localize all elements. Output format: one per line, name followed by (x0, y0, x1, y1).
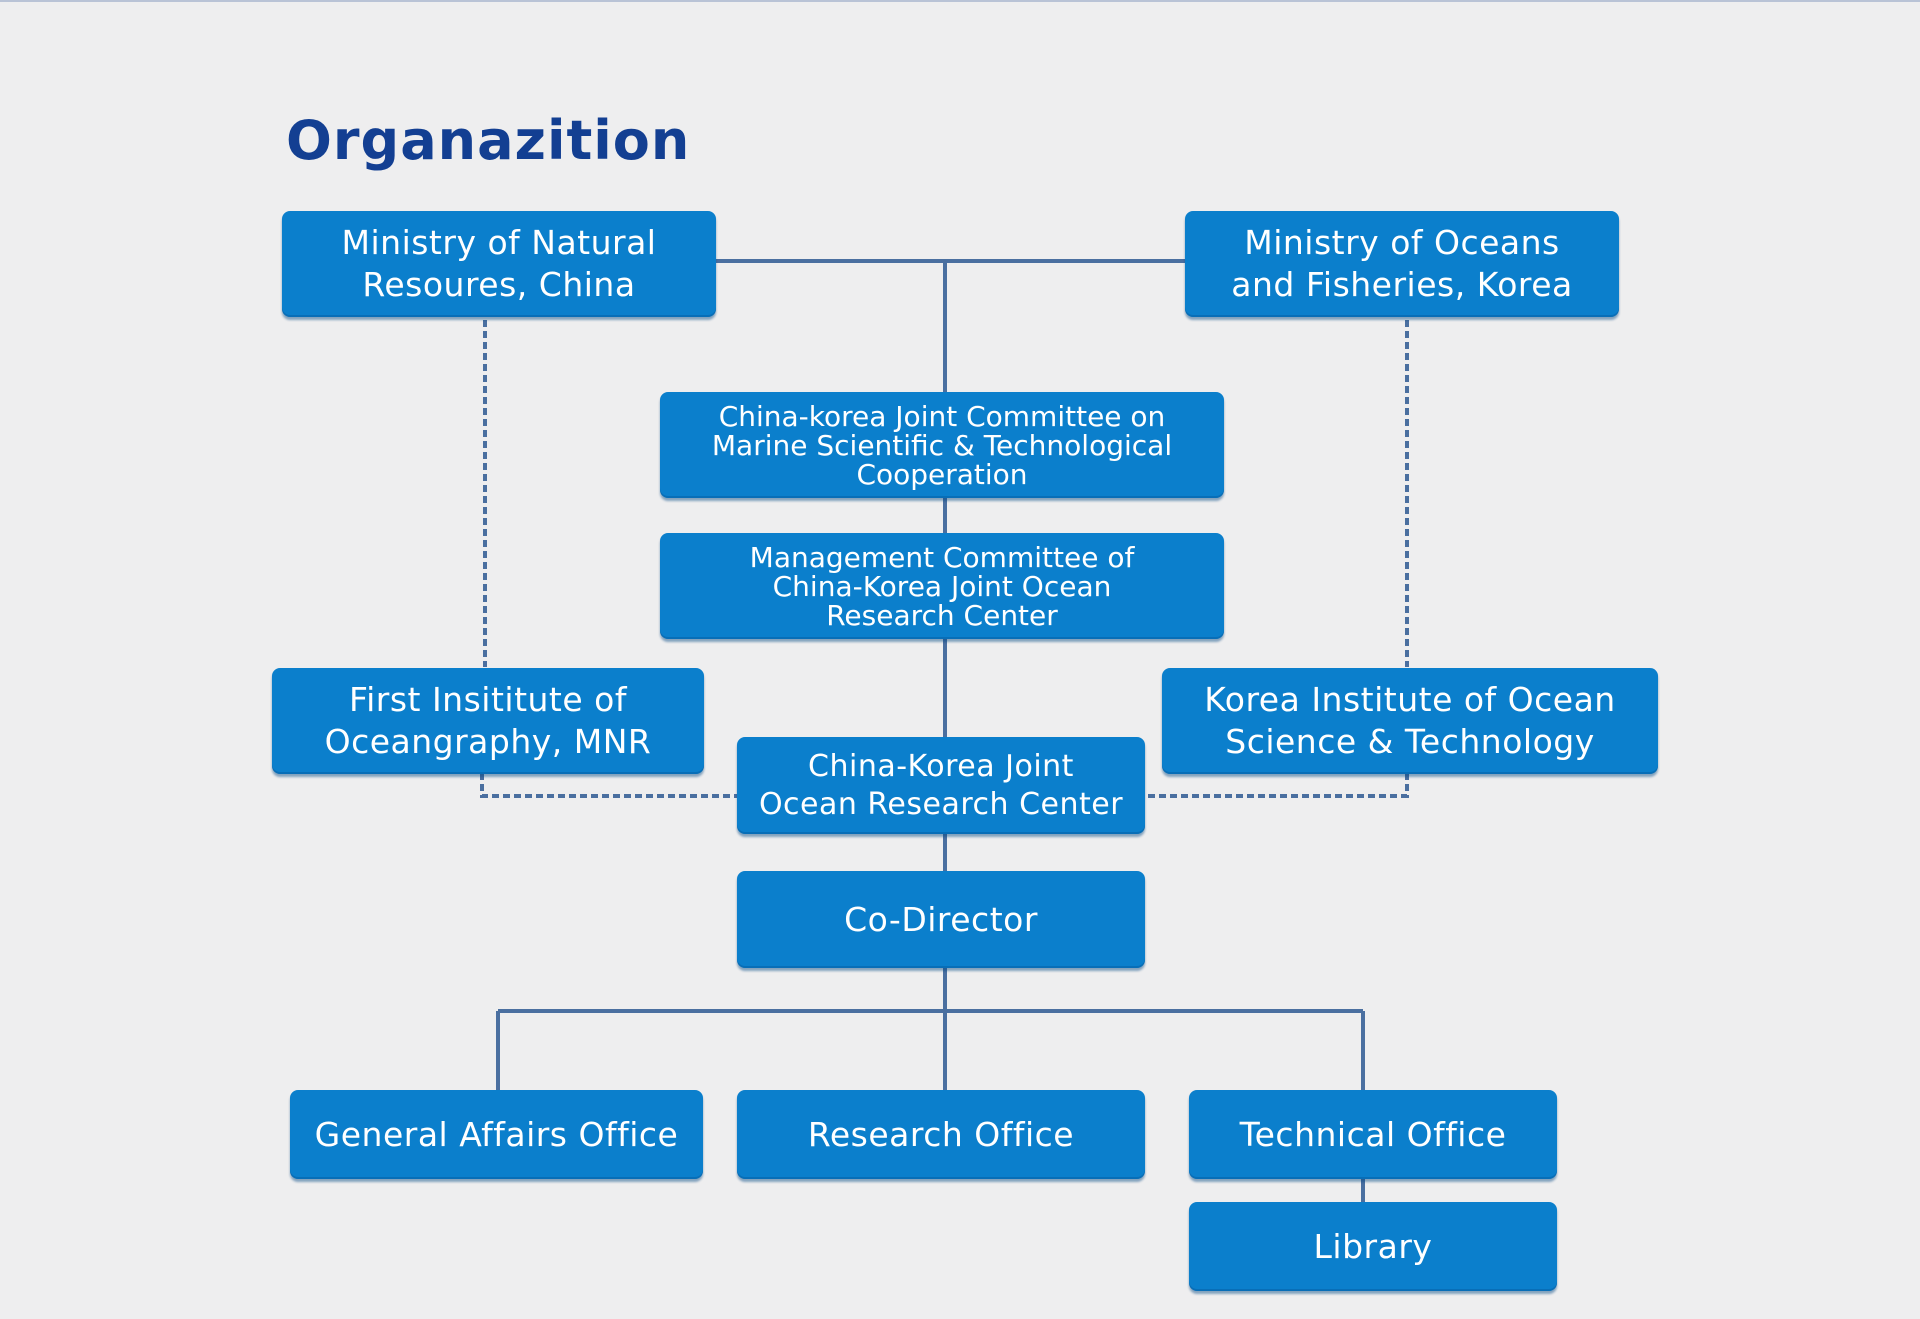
node-label-line: Research Office (807, 1114, 1075, 1154)
node-general-affairs-office: General Affairs Office (290, 1090, 703, 1179)
page-title: Organazition (286, 109, 691, 172)
node-label-line: Oceangraphy, MNR (324, 722, 652, 761)
node-library: Library (1189, 1202, 1557, 1291)
node-label-line: Ocean Research Center (758, 786, 1124, 822)
node-technical-office: Technical Office (1189, 1090, 1557, 1179)
node-label-line: Ministry of Natural (341, 223, 657, 262)
node-label-line: Marine Scientific & Technological (711, 428, 1173, 462)
node-label-line: China-Korea Joint (808, 748, 1074, 784)
node-label-line: Management Committee of (749, 540, 1135, 574)
node-research-office: Research Office (737, 1090, 1145, 1179)
node-label-line: Co-Director (844, 899, 1038, 939)
node-co-director: Co-Director (737, 871, 1145, 968)
dashed-connector-korea-center (1146, 773, 1409, 798)
node-label-line: and Fisheries, Korea (1231, 265, 1573, 304)
node-label-line: Cooperation (856, 457, 1028, 491)
node-label-line: China-korea Joint Committee on (718, 399, 1166, 433)
node-label-line: Research Center (826, 598, 1058, 632)
node-label-line: Resoures, China (362, 265, 636, 304)
dashed-connector-china-center (480, 773, 738, 798)
node-label-line: Technical Office (1239, 1114, 1507, 1154)
node-label-line: Ministry of Oceans (1244, 223, 1560, 262)
node-label-line: Korea Institute of Ocean (1204, 680, 1616, 719)
node-label-line: General Affairs Office (314, 1114, 679, 1154)
node-label-line: China-Korea Joint Ocean (772, 569, 1112, 603)
node-label-line: First Insititute of (349, 680, 627, 719)
top-divider (0, 0, 1920, 2)
node-label-line: Library (1313, 1226, 1433, 1266)
node-label-line: Science & Technology (1225, 722, 1595, 761)
